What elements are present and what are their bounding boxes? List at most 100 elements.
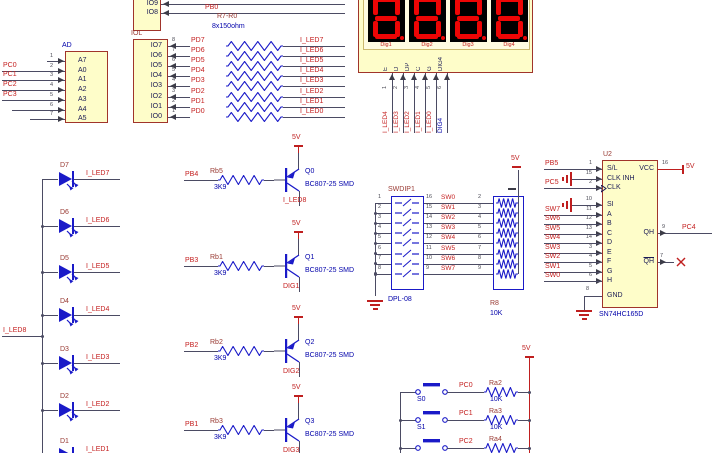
net-label: I_LED5 — [86, 263, 110, 270]
resistor-designator: Rb1 — [210, 254, 223, 261]
wire — [299, 191, 300, 206]
pin-name: D — [394, 66, 400, 71]
dip-switch-icon — [393, 198, 421, 208]
ground-icon — [370, 304, 380, 306]
pin-name: D — [607, 239, 613, 246]
wire — [2, 80, 50, 82]
pin-name: IO3 — [150, 82, 162, 90]
net-label: PD6 — [191, 47, 205, 55]
wire — [50, 61, 65, 62]
ground-icon — [576, 310, 592, 312]
pin-arrow-icon — [58, 106, 65, 114]
pin-number: 3 — [378, 214, 382, 221]
wire — [414, 73, 415, 133]
net-label: SW2 — [441, 214, 456, 222]
wire — [184, 430, 218, 431]
pin-number: 16 — [426, 194, 433, 200]
led-icon — [58, 168, 84, 194]
pin-number: 7 — [378, 254, 382, 261]
wire — [74, 410, 120, 411]
pin-number: 8 — [378, 264, 382, 271]
pin-name: IO0 — [150, 112, 162, 120]
transistor-designator: Q2 — [305, 339, 315, 346]
pin-arrow-icon — [170, 73, 177, 80]
pin-number: 9 — [478, 264, 482, 271]
pin-arrow-icon — [170, 63, 177, 70]
u2-title: U2 — [603, 151, 612, 158]
wire — [544, 224, 602, 225]
net-label: SW3 — [545, 243, 561, 251]
wire — [375, 203, 391, 204]
wire — [42, 226, 58, 227]
pin-number: 7 — [172, 47, 176, 54]
led-icon — [58, 399, 84, 425]
net-label: SW5 — [545, 224, 561, 232]
net-label: I_LED2 — [404, 111, 411, 133]
wire — [264, 351, 274, 352]
wire — [400, 392, 401, 453]
wire — [375, 203, 376, 296]
pin-arrow-icon — [660, 259, 667, 266]
wire — [375, 243, 391, 245]
pin-number: 4 — [478, 214, 482, 221]
net-label: SW7 — [545, 205, 561, 213]
net-label: PC2 — [459, 438, 473, 445]
pin-name: CLK INH — [607, 174, 635, 182]
pin-name: S/L — [607, 165, 618, 172]
resistor-value: 10K — [490, 424, 503, 431]
wire — [400, 420, 416, 421]
digit-segment — [416, 34, 438, 39]
pin-name: A5 — [78, 115, 87, 123]
wire — [299, 362, 300, 377]
pin-number: 3 — [404, 85, 410, 89]
pin-name: IO2 — [150, 92, 162, 100]
pin-number: 5 — [478, 224, 482, 231]
push-button-icon — [414, 382, 450, 396]
net-label: I_LED1 — [86, 446, 110, 453]
net-label: I_LED1 — [415, 111, 422, 133]
pin-number: 4 — [172, 77, 176, 84]
digit-segment — [395, 21, 400, 37]
wire — [12, 109, 50, 111]
transistor-model: BC807-25 SMD — [305, 431, 355, 438]
junction-dot — [527, 446, 531, 450]
net-label: PD5 — [191, 57, 205, 65]
pin-name: A — [607, 210, 612, 218]
power-bar — [525, 356, 534, 358]
ground-icon — [367, 300, 383, 302]
resistor-icon — [218, 346, 264, 356]
io-upper-block — [133, 0, 161, 31]
net-label: PB1 — [185, 421, 199, 428]
pin-arrow-icon — [58, 96, 65, 104]
wire — [298, 147, 299, 153]
pin-name: IO4 — [150, 72, 162, 80]
pin-arrow-icon — [170, 43, 177, 50]
pin-name: IO7 — [150, 42, 162, 49]
net-label: PC0 — [3, 61, 17, 69]
dip-switch-icon — [393, 249, 421, 259]
pin-number: 15 — [426, 204, 433, 211]
net-label: I_LED8 — [283, 197, 307, 204]
net-label: DIG3 — [283, 447, 300, 453]
wire — [168, 86, 190, 88]
resnet-designator: R7-R0 — [217, 13, 238, 20]
wire — [658, 169, 682, 170]
resistor-icon — [226, 111, 283, 122]
wire — [184, 351, 218, 352]
digit-segment — [375, 15, 397, 21]
pin-arrow-icon — [163, 10, 170, 17]
pin-arrow-icon — [444, 74, 451, 81]
led-icon — [58, 444, 84, 453]
resistor-designator: Rb3 — [210, 418, 223, 425]
digit-segment — [498, 34, 520, 39]
push-button-icon — [414, 438, 450, 452]
wire — [436, 73, 437, 133]
wire — [544, 262, 602, 263]
wire — [184, 180, 218, 181]
net-label: SW3 — [441, 224, 456, 232]
wire — [50, 99, 65, 101]
power-5v-label: 5V — [292, 134, 301, 141]
digit-segment — [498, 15, 520, 21]
pin-number: 9 — [662, 224, 666, 230]
